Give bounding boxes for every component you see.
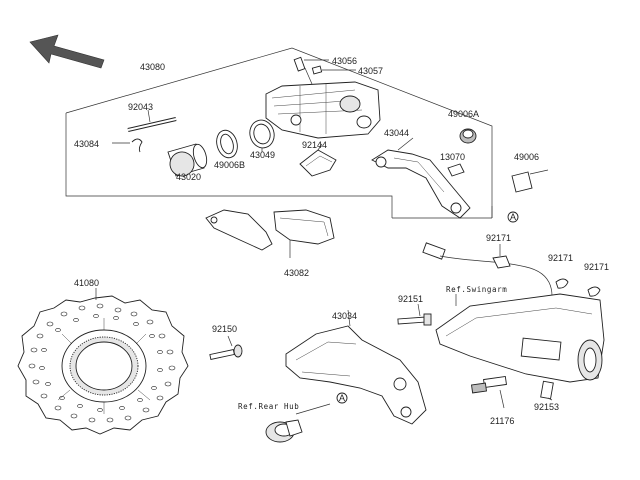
- part-labels: 43080 43056 43057 92043 43084 43049 4302…: [74, 56, 609, 426]
- caliper-holder: [371, 137, 471, 219]
- label-92150: 92150: [212, 324, 237, 334]
- label-41080: 41080: [74, 278, 99, 288]
- label-43057: 43057: [358, 66, 383, 76]
- brake-disc: [17, 288, 189, 435]
- dust-seal-ring: [216, 129, 238, 159]
- label-92171-c: 92171: [584, 262, 609, 272]
- pin-clip: [112, 138, 143, 153]
- label-49006A: 49006A: [448, 109, 479, 119]
- bracket-bolt: [397, 303, 432, 326]
- bushing: [447, 163, 465, 177]
- label-43084: 43084: [74, 139, 99, 149]
- caliper-bracket: [285, 309, 427, 425]
- label-13070: 13070: [440, 152, 465, 162]
- pad-spring: [299, 143, 337, 177]
- caliper-body: [265, 81, 381, 139]
- label-ref-rear-hub: Ref.Rear Hub: [238, 402, 299, 411]
- label-43049: 43049: [250, 150, 275, 160]
- label-43082: 43082: [284, 268, 309, 278]
- disc-holes: [28, 303, 176, 423]
- sensor-bolt: [540, 380, 554, 401]
- pin-boot: [511, 169, 549, 193]
- label-49006B: 49006B: [214, 160, 245, 170]
- label-92171-b: 92171: [548, 253, 573, 263]
- label-92171-a: 92171: [486, 233, 511, 243]
- bleeder-cap: [311, 65, 356, 75]
- bleeder-valve: [293, 56, 329, 85]
- label-92151: 92151: [398, 294, 423, 304]
- label-43044: 43044: [384, 128, 409, 138]
- front-direction-arrow-icon: [29, 34, 105, 69]
- brake-pads: [205, 209, 335, 258]
- pin-boot-a: [459, 128, 477, 144]
- pad-pin: [127, 109, 177, 132]
- label-43020: 43020: [176, 172, 201, 182]
- marker-a-bottom-label: A: [339, 393, 345, 403]
- marker-a-top-label: A: [510, 212, 516, 222]
- caliper-assembly-frame: [65, 47, 493, 219]
- label-43034: 43034: [332, 311, 357, 321]
- label-43056: 43056: [332, 56, 357, 66]
- label-92144: 92144: [302, 140, 327, 150]
- label-21176: 21176: [490, 416, 514, 426]
- label-49006: 49006: [514, 152, 539, 162]
- speed-sensor: [471, 375, 507, 409]
- disc-bolt: [209, 335, 243, 360]
- marker-a-top: A: [491, 206, 519, 223]
- label-ref-swingarm: Ref.Swingarm: [446, 285, 507, 294]
- swingarm-outline: [435, 293, 605, 383]
- caliper-piston: [167, 143, 208, 177]
- piston-seal: [249, 119, 275, 152]
- label-92153: 92153: [534, 402, 559, 412]
- rear-hub-collar: [265, 403, 331, 443]
- marker-a-bottom: A: [336, 392, 348, 404]
- label-43080: 43080: [140, 62, 165, 72]
- label-92043: 92043: [128, 102, 153, 112]
- speed-sensor-cable: [422, 242, 601, 319]
